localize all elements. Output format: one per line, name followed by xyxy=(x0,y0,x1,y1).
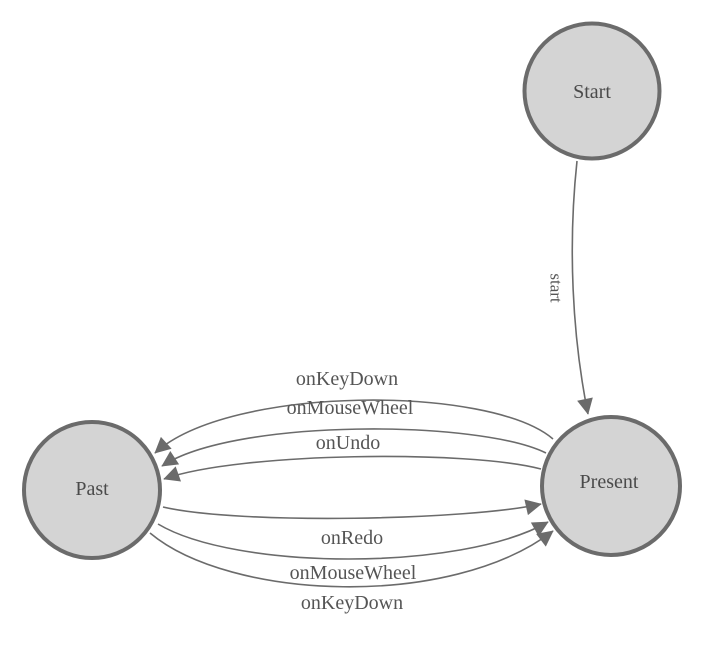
edge-label-onundo[interactable]: onUndo xyxy=(316,432,380,454)
edge-label-onredo[interactable]: onRedo xyxy=(321,527,383,549)
edge-label-onkeydown-top[interactable]: onKeyDown xyxy=(296,368,398,390)
edge-past-to-present-onmousewheel[interactable] xyxy=(157,521,549,560)
node-start-label: Start xyxy=(573,81,611,103)
edge-present-to-past-onkeydown[interactable] xyxy=(154,399,554,454)
edge-present-to-past-onundo[interactable] xyxy=(163,455,542,482)
edge-label-onkeydown-bottom[interactable]: onKeyDown xyxy=(301,592,403,614)
edge-label-onmousewheel-top[interactable]: onMouseWheel xyxy=(287,397,414,419)
edge-label-start[interactable]: start xyxy=(547,273,566,303)
node-present-label: Present xyxy=(580,471,639,493)
node-present[interactable] xyxy=(540,415,682,557)
node-past-label: Past xyxy=(75,478,109,500)
edge-present-to-past-onmousewheel[interactable] xyxy=(161,428,547,467)
edge-label-onmousewheel-bottom[interactable]: onMouseWheel xyxy=(290,562,417,584)
node-start[interactable] xyxy=(522,21,662,161)
edge-start-to-present[interactable] xyxy=(571,160,593,415)
node-past[interactable] xyxy=(22,420,162,560)
edge-past-to-present-onredo[interactable] xyxy=(162,499,542,520)
edge-past-to-present-onkeydown[interactable] xyxy=(149,530,554,588)
